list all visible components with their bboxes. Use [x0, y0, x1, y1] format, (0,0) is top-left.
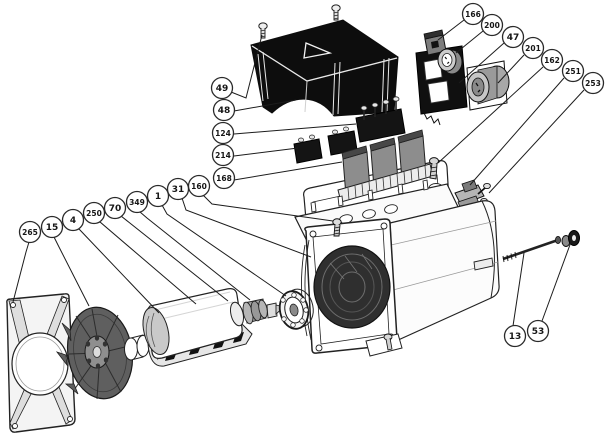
part-mount-bolt — [332, 218, 342, 237]
part-terminal-blocks-small — [293, 126, 358, 164]
svg-text:162: 162 — [544, 56, 560, 65]
svg-text:70: 70 — [109, 204, 122, 214]
callout-168[interactable]: 168 — [212, 161, 343, 190]
callout-31[interactable]: 31 — [166, 177, 312, 258]
svg-text:48: 48 — [218, 106, 231, 116]
svg-text:265: 265 — [22, 228, 38, 237]
callout-214[interactable]: 214 — [211, 143, 299, 167]
svg-text:250: 250 — [86, 209, 102, 218]
part-terminal-block — [355, 96, 406, 143]
callout-53[interactable]: 53 — [526, 241, 572, 343]
part-stator-housing — [294, 179, 500, 357]
svg-text:31: 31 — [172, 185, 185, 195]
svg-text:124: 124 — [215, 129, 231, 138]
part-brush-holder — [448, 179, 485, 213]
callout-15[interactable]: 15 — [40, 215, 90, 307]
svg-text:49: 49 — [216, 84, 229, 94]
svg-text:349: 349 — [129, 198, 145, 207]
part-top-cover — [250, 19, 399, 117]
part-slip-rings — [242, 298, 268, 325]
callout-200[interactable]: 200 — [455, 13, 504, 54]
part-through-stud — [502, 235, 562, 263]
part-receptacle-large — [466, 60, 510, 111]
part-cover-screw-top — [331, 4, 341, 21]
callout-251[interactable]: 251 — [469, 59, 585, 186]
svg-text:200: 200 — [484, 21, 500, 30]
svg-text:47: 47 — [507, 33, 520, 43]
part-shaft-sleeve — [124, 334, 150, 361]
svg-text:168: 168 — [216, 174, 232, 183]
callout-166[interactable]: 166 — [437, 2, 485, 41]
part-washer-nut — [561, 230, 580, 247]
callout-124[interactable]: 124 — [211, 121, 357, 145]
callout-49[interactable]: 49 — [210, 34, 263, 100]
part-cover-screw-left — [258, 22, 268, 39]
callout-162[interactable]: 162 — [437, 48, 564, 164]
svg-text:53: 53 — [532, 327, 545, 337]
svg-text:15: 15 — [46, 223, 59, 233]
callout-48[interactable]: 48 — [212, 98, 297, 122]
callout-13[interactable]: 13 — [503, 252, 527, 348]
callout-265[interactable]: 265 — [12, 220, 42, 303]
svg-text:13: 13 — [509, 332, 522, 342]
callout-4[interactable]: 4 — [61, 208, 160, 314]
callout-349[interactable]: 349 — [125, 190, 251, 301]
svg-text:4: 4 — [70, 216, 76, 226]
svg-text:166: 166 — [465, 10, 481, 19]
svg-text:253: 253 — [585, 79, 601, 88]
svg-text:251: 251 — [565, 67, 581, 76]
part-receptacle-small — [437, 48, 463, 75]
callout-47[interactable]: 47 — [458, 25, 525, 84]
callout-70[interactable]: 70 — [103, 196, 229, 302]
svg-text:160: 160 — [191, 182, 207, 191]
svg-text:1: 1 — [155, 192, 161, 202]
svg-text:214: 214 — [215, 151, 231, 160]
callout-253[interactable]: 253 — [488, 71, 605, 194]
part-circuit-breaker — [423, 29, 447, 56]
callout-1[interactable]: 1 — [146, 184, 287, 297]
callout-250[interactable]: 250 — [82, 201, 197, 305]
part-bearing — [278, 288, 314, 330]
svg-text:201: 201 — [525, 44, 541, 53]
part-rotor — [142, 288, 253, 367]
callout-201[interactable]: 201 — [497, 36, 545, 84]
part-rear-grille — [6, 293, 76, 433]
callout-160[interactable]: 160 — [187, 174, 334, 222]
